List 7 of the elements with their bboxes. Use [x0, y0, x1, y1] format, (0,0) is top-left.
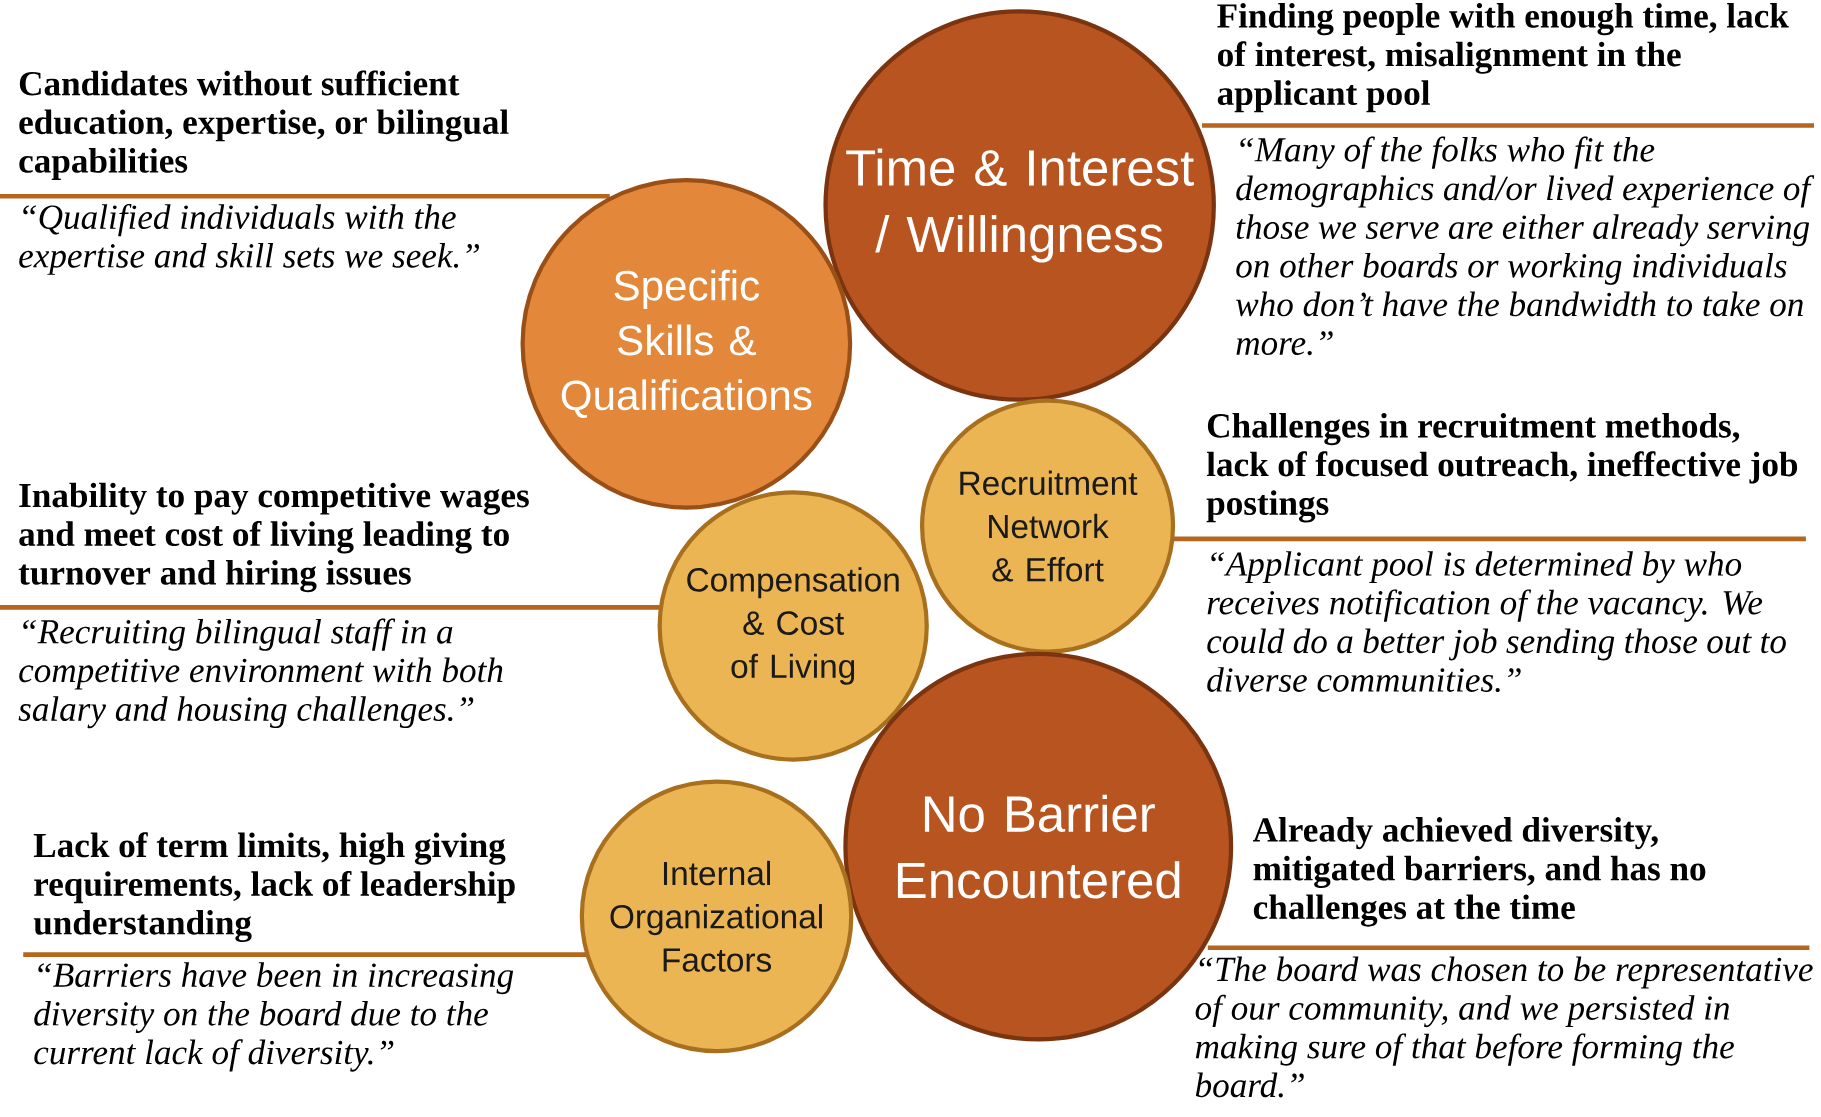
heading: Lack of term limits, high giving requirements, lack of leadership understanding [33, 832, 515, 942]
quote: “Many of the folks who fit the demographics and/or lived experience of those we serve are either already serving on other boards or working individuals who don’t have the bandwidth to take on more.” [1236, 136, 1815, 356]
quote: “Qualified individuals with the expertise and skill sets we seek.” [19, 203, 480, 275]
quote: “Recruiting bilingual staff in a competitive environment with both salary and housing challenges.” [18, 618, 503, 729]
quote: “Barriers have been in increasing diversity on the board due to the current lack of diversity.” [34, 962, 514, 1072]
heading: Challenges in recruitment methods, lack of focused outreach, ineffective job postings [1206, 412, 1798, 523]
heading: Candidates without sufficient education, expertise, or bilingual capabilities [19, 70, 509, 180]
